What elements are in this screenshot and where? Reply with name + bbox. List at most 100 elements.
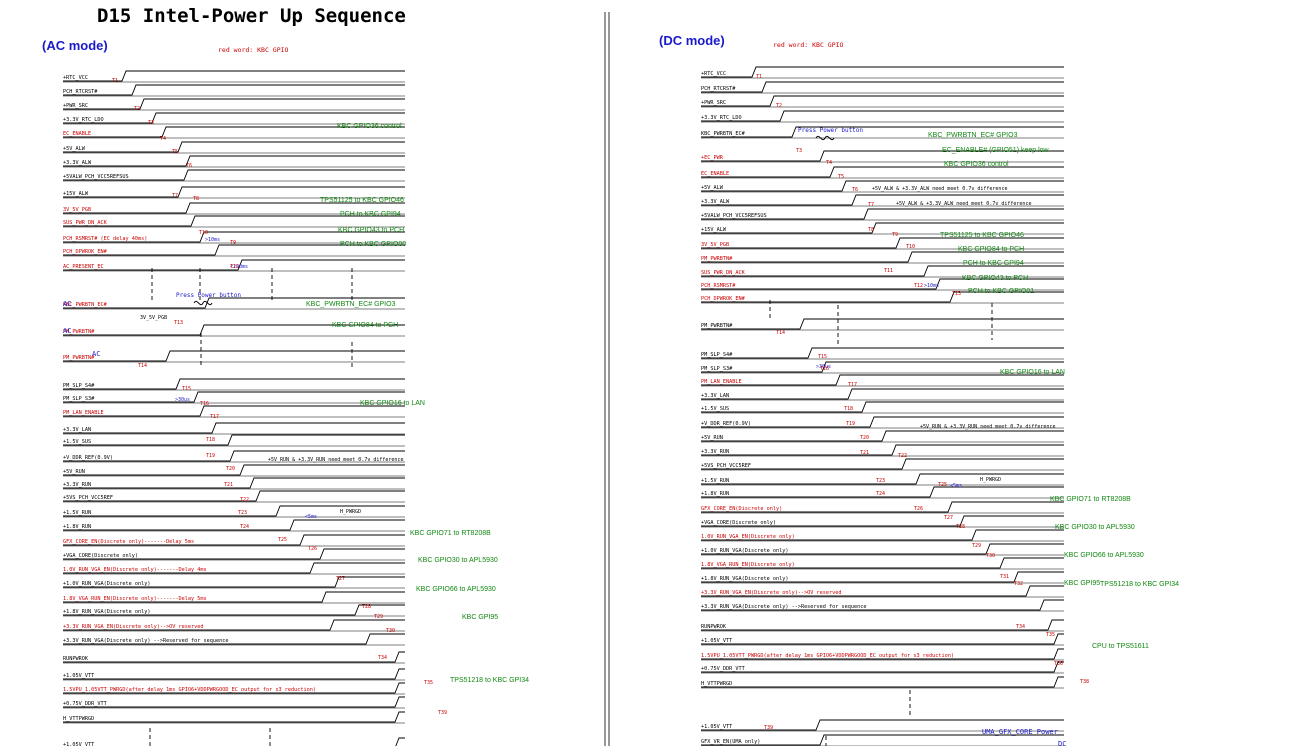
timing-marker: T32 [1014, 581, 1023, 587]
signal-waveform [63, 186, 405, 198]
annotation: <5ms [305, 514, 317, 520]
signal-label: PCH_DPWROK_EN# [701, 296, 746, 302]
annotation: KBC GPI95 [462, 614, 498, 621]
signal-waveform [63, 548, 405, 560]
ac-mode-panel: +RTC_VCCPCH_RTCRST#+PWR_SRC+3.3V_RTC_LDO… [63, 70, 529, 746]
signal-label: +1.05V_VTT [63, 742, 94, 746]
signal-waveform [701, 515, 1064, 527]
signal-label: GFX_VR_EN(UMA only) [701, 739, 760, 745]
timing-marker: T35 [424, 680, 433, 686]
signal-waveform [701, 473, 1064, 485]
annotation: CPU to TPS51611 [1092, 643, 1149, 650]
signal-label: +V_DDR_REF(0.9V) [701, 421, 751, 427]
annotation: TPS51125 to KBC GPIO46 [940, 232, 1024, 239]
signal-label: +1.8V_RUN_VGA(Discrete only) [701, 576, 788, 582]
signal-label: +5V_RUN [701, 435, 723, 441]
timing-marker: T25 [278, 537, 287, 543]
signal-label: +1.05V_VTT [701, 638, 732, 644]
timing-marker: T31 [1000, 574, 1009, 580]
signal-label: +1.5V_SUS [701, 406, 729, 412]
annotation: KBC GPIO43 to PCH [962, 275, 1028, 282]
timing-marker: T12 [230, 264, 239, 270]
timing-marker: T11 [884, 268, 893, 274]
signal-label: H_VTTPWRGD [63, 716, 94, 722]
annotation: H_PWRGD [980, 477, 1001, 483]
signal-waveform [701, 676, 1064, 688]
signal-label: +15V_ALW [701, 227, 727, 233]
timing-marker: T25 [938, 482, 947, 488]
signal-waveform [701, 208, 1064, 220]
signal-waveform [701, 251, 1064, 263]
signal-waveform [63, 215, 405, 227]
signal-waveform [63, 169, 405, 181]
signal-waveform [701, 401, 1064, 413]
signal-waveform [63, 405, 405, 417]
signal-waveform [701, 180, 1064, 192]
signal-waveform [63, 562, 405, 574]
timing-marker: T3 [796, 148, 802, 154]
timing-marker: T30 [986, 553, 995, 559]
signal-waveform [63, 231, 405, 243]
signal-waveform [701, 150, 1064, 162]
timing-marker: T15 [182, 386, 191, 392]
annotation: KBC GPIO43 to PCH [338, 227, 404, 234]
signal-label: +0.75V_DDR_VTT [701, 666, 745, 672]
annotation: PCH to KBC GPI94 [963, 260, 1024, 267]
signal-waveform [701, 444, 1064, 456]
signal-waveform [701, 361, 1064, 373]
annotation: KBC GPIO71 to RT8208B [1050, 496, 1131, 503]
signal-waveform [63, 696, 405, 708]
annotation: KBC_PWRBTN_EC# GPIO3 [928, 132, 1018, 139]
signal-label: +3.3V_RUN_VGA_EN(Discrete only)-->OV res… [63, 624, 204, 630]
signal-label: PM_LAN_ENABLE [63, 410, 104, 416]
signal-waveform [701, 430, 1064, 442]
annotation: <200ms [230, 264, 248, 270]
timing-marker: T26 [308, 546, 317, 552]
signal-waveform [701, 291, 1064, 303]
signal-label: 3V_5V_PGB [63, 207, 91, 213]
signal-label: KBC_PWRBTN_EC# [701, 131, 746, 137]
signal-waveform [63, 450, 405, 462]
timing-marker: T8 [193, 196, 199, 202]
signal-waveform [63, 126, 405, 138]
timing-marker: T14 [138, 363, 147, 369]
signal-label: SUS_PWR_DN_ACK [63, 220, 108, 226]
signal-waveform [63, 202, 405, 214]
signal-label: +15V_ALW [63, 191, 89, 197]
signal-waveform [701, 81, 1064, 93]
signal-waveform [701, 374, 1064, 386]
signal-label: RUNPWROK [63, 656, 89, 662]
signal-label: GFX_CORE_EN(Discrete only)-------Delay 5… [63, 539, 194, 545]
annotation: UMA_GFX_CORE Power [982, 728, 1058, 736]
signal-waveform [701, 126, 1064, 138]
press-power-button-label: Press Power button [176, 292, 241, 299]
signal-waveform [63, 534, 405, 546]
signal-waveform [701, 661, 1064, 673]
timing-marker: T21 [860, 450, 869, 456]
annotation: KBC GPI95 [1064, 580, 1100, 587]
signal-label: +3.3V_RUN [63, 482, 91, 488]
annotation: PCH to KBC GPIO00 [340, 241, 406, 248]
signal-label: +1.0V_RUN_VGA(Discrete only) [701, 548, 788, 554]
signal-label: PCH_DPWROK_EN# [63, 249, 108, 255]
timing-marker: T5 [838, 174, 844, 180]
timing-marker: T39 [764, 725, 773, 731]
signal-label: +3.3V_LAN [701, 393, 729, 399]
annotation: >30us [816, 364, 831, 370]
signal-waveform [701, 318, 1064, 330]
signal-waveform [701, 571, 1064, 583]
ac-mode-label: (AC mode) [42, 38, 108, 53]
annotation: 3V_5V_PGB [140, 315, 167, 321]
timing-marker: T18 [206, 437, 215, 443]
signal-label: PM_SLP_S4# [701, 352, 733, 358]
timing-marker: T18 [844, 406, 853, 412]
annotation: AC [63, 300, 71, 308]
signal-label: +5VS_PCH_VCC5REF [701, 463, 751, 469]
annotation: +5V_RUN & +3.3V_RUN need meet 0.7v diffe… [920, 424, 1055, 430]
signal-label: KBC_PWRBTN_EC# [63, 302, 108, 308]
signal-label: PCH_RTCRST# [63, 89, 98, 95]
signal-label: PM_PWRBTN# [63, 329, 95, 335]
signal-label: +5VALW_PCH_VCC5REFSUS [63, 174, 129, 180]
signal-label: GFX_CORE_EN(Discrete only) [701, 506, 782, 512]
signal-label: +V_DDR_REF(0.9V) [63, 455, 113, 461]
